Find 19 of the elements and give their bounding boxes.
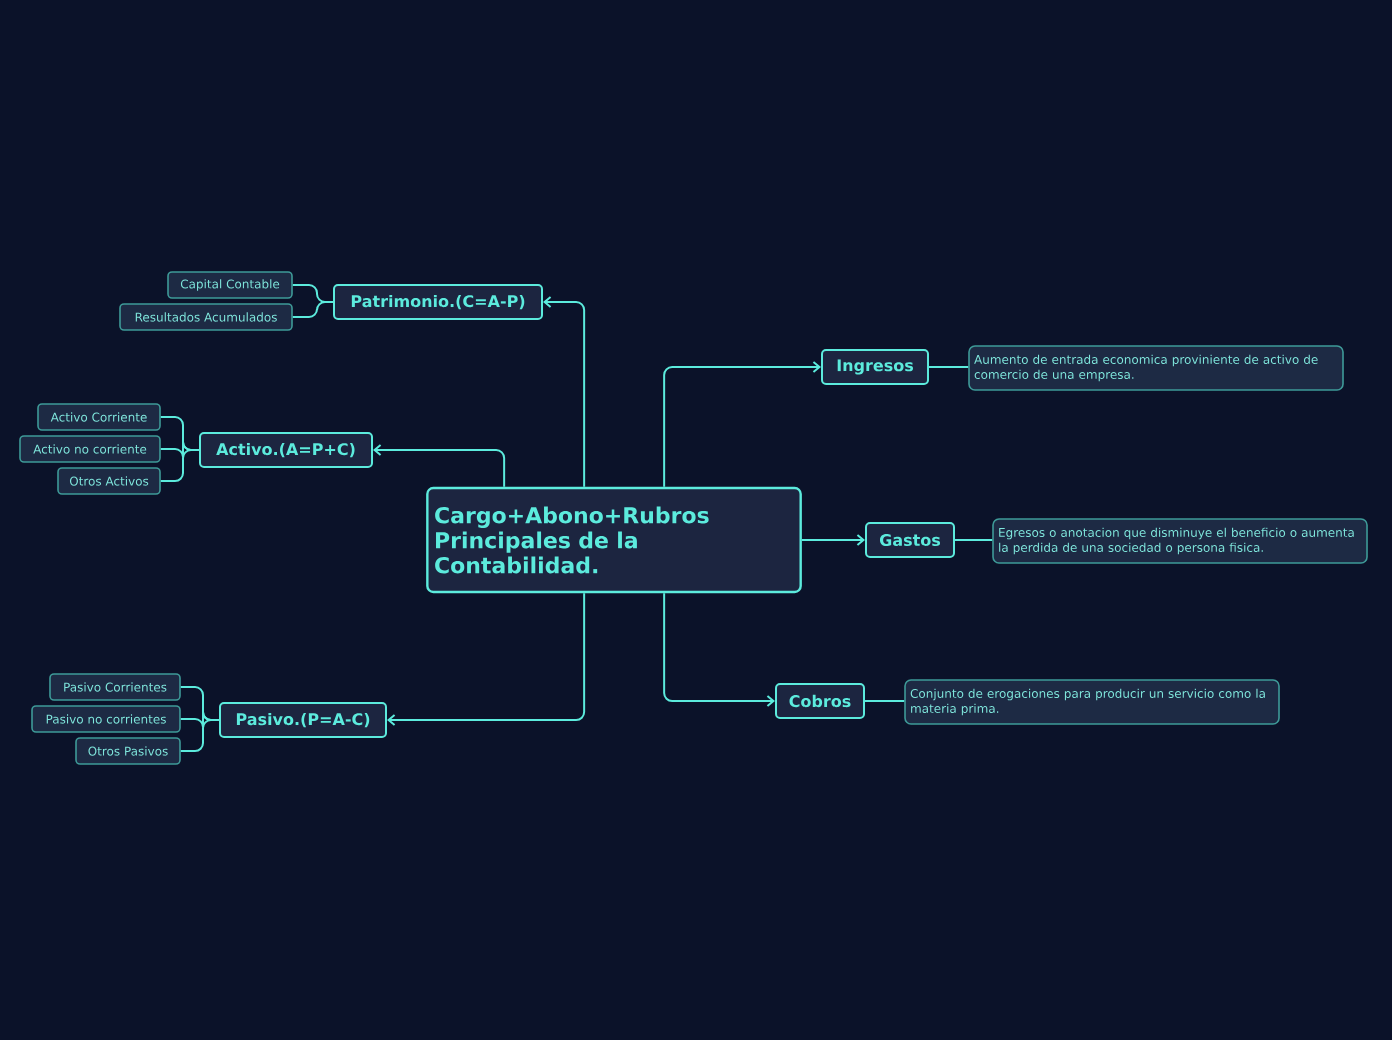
connector-line xyxy=(954,539,994,541)
arrow xyxy=(663,592,775,707)
arrow xyxy=(543,296,586,488)
branch-box: Activo.(A=P+C) xyxy=(199,432,373,468)
connector-line xyxy=(928,366,970,368)
connector-line xyxy=(159,449,200,482)
arrow xyxy=(387,592,586,726)
connector-line xyxy=(291,301,334,318)
branch-box: Ingresos xyxy=(821,349,929,385)
topic-box: Cargo+Abono+Rubros Principales de la Contabilidad. xyxy=(426,486,802,594)
arrow xyxy=(663,361,821,488)
arrow xyxy=(800,534,865,546)
branch-box: Patrimonio.(C=A-P) xyxy=(333,284,543,320)
branch-box: Cobros xyxy=(775,683,865,719)
branch-box: Gastos xyxy=(865,522,955,558)
arrow xyxy=(373,444,506,488)
branch-box: Pasivo.(P=A-C) xyxy=(219,702,387,738)
connector-line xyxy=(864,700,906,702)
connector-line xyxy=(179,719,220,752)
